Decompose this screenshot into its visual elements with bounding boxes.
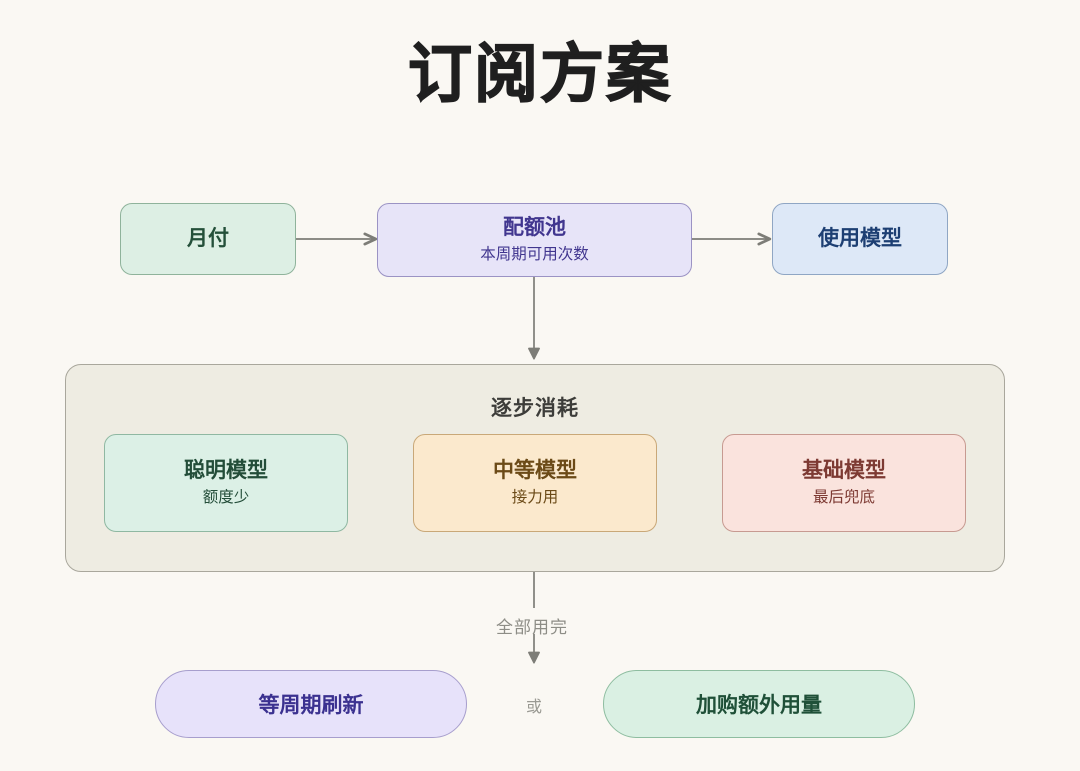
edge-label-or: 或 [526, 699, 544, 716]
pill-label: 等周期刷新 [258, 694, 364, 717]
node-title: 中等模型 [493, 458, 577, 482]
pill-label: 加购额外用量 [696, 694, 822, 717]
node-title: 月付 [187, 226, 229, 250]
node-subtitle: 最后兜底 [812, 489, 875, 507]
pill-buy-extra-usage[interactable]: 加购额外用量 [603, 670, 915, 738]
page-title: 订阅方案 [407, 37, 672, 110]
edge-label-exhausted: 全部用完 [496, 618, 568, 637]
node-subtitle: 接力用 [511, 489, 559, 507]
node-subtitle: 额度少 [202, 489, 250, 507]
node-title: 使用模型 [818, 226, 902, 250]
node-quota-pool[interactable]: 配额池 本周期可用次数 [377, 203, 692, 277]
node-subtitle: 本周期可用次数 [480, 246, 589, 264]
node-title: 配额池 [503, 215, 566, 239]
node-medium-model[interactable]: 中等模型 接力用 [413, 434, 657, 532]
node-smart-model[interactable]: 聪明模型 额度少 [104, 434, 348, 532]
node-title: 聪明模型 [184, 458, 268, 482]
node-use-model[interactable]: 使用模型 [772, 203, 948, 275]
node-monthly-payment[interactable]: 月付 [120, 203, 296, 275]
node-basic-model[interactable]: 基础模型 最后兜底 [722, 434, 966, 532]
group-title: 逐步消耗 [491, 397, 579, 420]
node-title: 基础模型 [802, 458, 886, 482]
pill-wait-cycle-refresh[interactable]: 等周期刷新 [155, 670, 467, 738]
